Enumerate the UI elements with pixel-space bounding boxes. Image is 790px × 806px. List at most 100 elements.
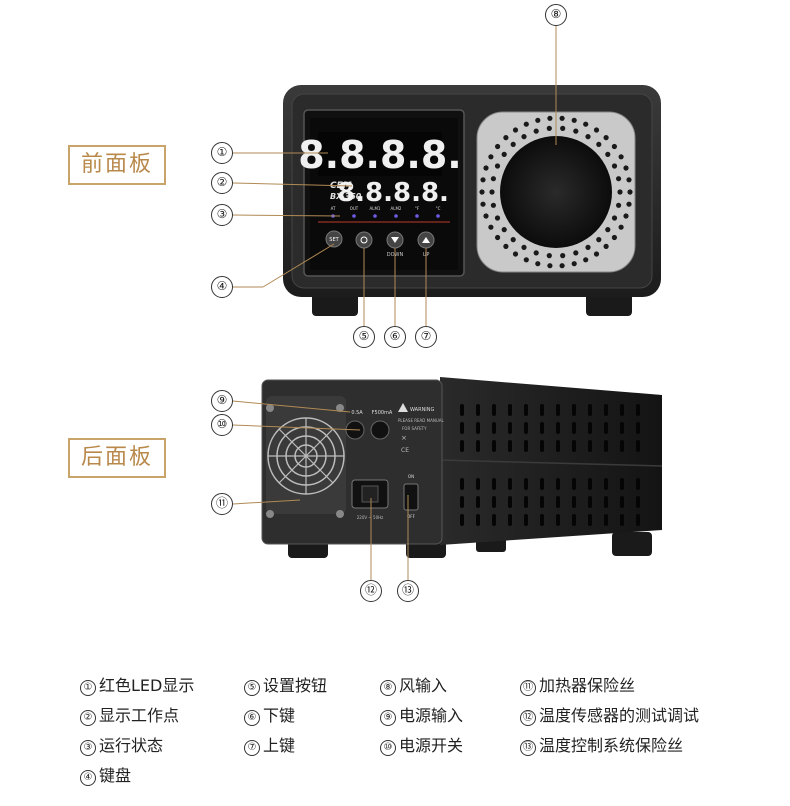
grille-hole xyxy=(618,154,624,160)
vent-slot xyxy=(492,496,496,508)
vent-slot xyxy=(508,422,512,434)
indicator-label: ALM1 xyxy=(370,206,381,211)
grille-hole xyxy=(583,257,589,263)
callout-1: ① xyxy=(211,142,233,164)
grille-hole xyxy=(573,250,579,256)
grille-hole xyxy=(596,237,602,243)
grille-hole xyxy=(512,127,519,133)
back-device: 0.5A F500mA WARNING PLEASE READ MANUAL F… xyxy=(261,377,663,558)
vent-slot xyxy=(604,478,608,490)
grille-hole xyxy=(618,224,624,230)
callout-9: ⑨ xyxy=(211,390,233,412)
vent-slot xyxy=(556,478,560,490)
grille-hole xyxy=(611,234,618,241)
vent-slot xyxy=(620,422,624,434)
back-panel-label: 后面板 xyxy=(68,438,166,478)
grille-holes xyxy=(479,115,633,269)
vent-slot xyxy=(492,422,496,434)
grille-hole xyxy=(483,213,489,219)
vent-slot xyxy=(492,478,496,490)
grille-hole xyxy=(546,253,552,259)
vent-slot xyxy=(620,440,624,452)
vent-slot xyxy=(556,496,560,508)
grille-hole xyxy=(585,244,591,250)
vent-slot xyxy=(636,514,640,526)
warning-line1: PLEASE READ MANUAL xyxy=(398,418,444,423)
grille-hole xyxy=(603,243,609,249)
grille-hole xyxy=(523,121,529,127)
leader-lines xyxy=(232,26,557,580)
grille-hole xyxy=(560,125,566,131)
power-switch[interactable] xyxy=(403,483,419,511)
vent-slot xyxy=(540,422,544,434)
callout-4: ④ xyxy=(211,276,233,298)
vent-slot xyxy=(508,496,512,508)
grille-hole xyxy=(605,151,611,157)
vent-slot xyxy=(460,478,464,490)
vent-slot xyxy=(620,514,624,526)
vent-slot xyxy=(460,422,464,434)
indicator-label: °F xyxy=(415,206,420,211)
vent-slot xyxy=(572,514,576,526)
vent-slot xyxy=(636,404,640,416)
led-display-top: 8.8.8.8. xyxy=(298,133,462,177)
vent-slot xyxy=(524,514,528,526)
grille-hole xyxy=(626,177,632,183)
set-button[interactable] xyxy=(325,230,343,248)
vent-slot xyxy=(476,422,480,434)
vent-slot xyxy=(540,514,544,526)
grille-hole xyxy=(521,134,527,140)
grille-hole xyxy=(503,135,509,141)
grille-hole xyxy=(546,125,552,131)
grille-hole xyxy=(510,141,516,147)
grille-hole xyxy=(510,237,516,243)
switch-off-label: OFF xyxy=(407,514,415,519)
grille-hole xyxy=(616,202,622,208)
front-panel-label: 前面板 xyxy=(68,145,166,185)
vent-slot xyxy=(588,422,592,434)
vent-slot xyxy=(540,478,544,490)
grille-hole xyxy=(501,227,507,233)
grille-hole xyxy=(535,117,541,123)
model-label: BX-350 xyxy=(330,192,362,201)
grille-hole xyxy=(593,251,600,257)
grille-hole xyxy=(596,141,602,147)
power-rating: 220V ~ 50Hz xyxy=(357,515,383,520)
grille-hole xyxy=(559,263,565,269)
grille-hole xyxy=(533,250,539,256)
vent-slot xyxy=(524,440,528,452)
blackbody-cavity xyxy=(500,136,612,248)
vent-slot xyxy=(476,478,480,490)
vent-slot xyxy=(588,404,592,416)
vent-slot xyxy=(460,514,464,526)
control-fuse-holder[interactable] xyxy=(370,420,390,440)
grille-hole xyxy=(627,189,633,195)
fan-grill xyxy=(267,417,345,495)
vent-slot xyxy=(588,514,592,526)
vent-slot xyxy=(460,404,464,416)
mode-button[interactable] xyxy=(355,231,373,249)
grille-hole xyxy=(571,261,577,267)
grille-hole xyxy=(523,257,529,263)
vent-slot xyxy=(508,478,512,490)
vent-slot xyxy=(604,496,608,508)
vent-slot xyxy=(476,514,480,526)
vent-slot xyxy=(460,440,464,452)
vent-slot xyxy=(636,478,640,490)
vent-slot xyxy=(572,440,576,452)
vent-slot xyxy=(492,514,496,526)
grille-hole xyxy=(490,202,496,208)
vent-slot xyxy=(588,440,592,452)
indicator-label: OUT xyxy=(350,206,359,211)
grille-hole xyxy=(512,251,519,257)
vent-slot xyxy=(636,422,640,434)
led-display-bottom: 8.8.8.8. xyxy=(337,178,449,208)
grille-hole xyxy=(585,134,591,140)
vent-slot xyxy=(572,422,576,434)
vent-slot xyxy=(636,496,640,508)
